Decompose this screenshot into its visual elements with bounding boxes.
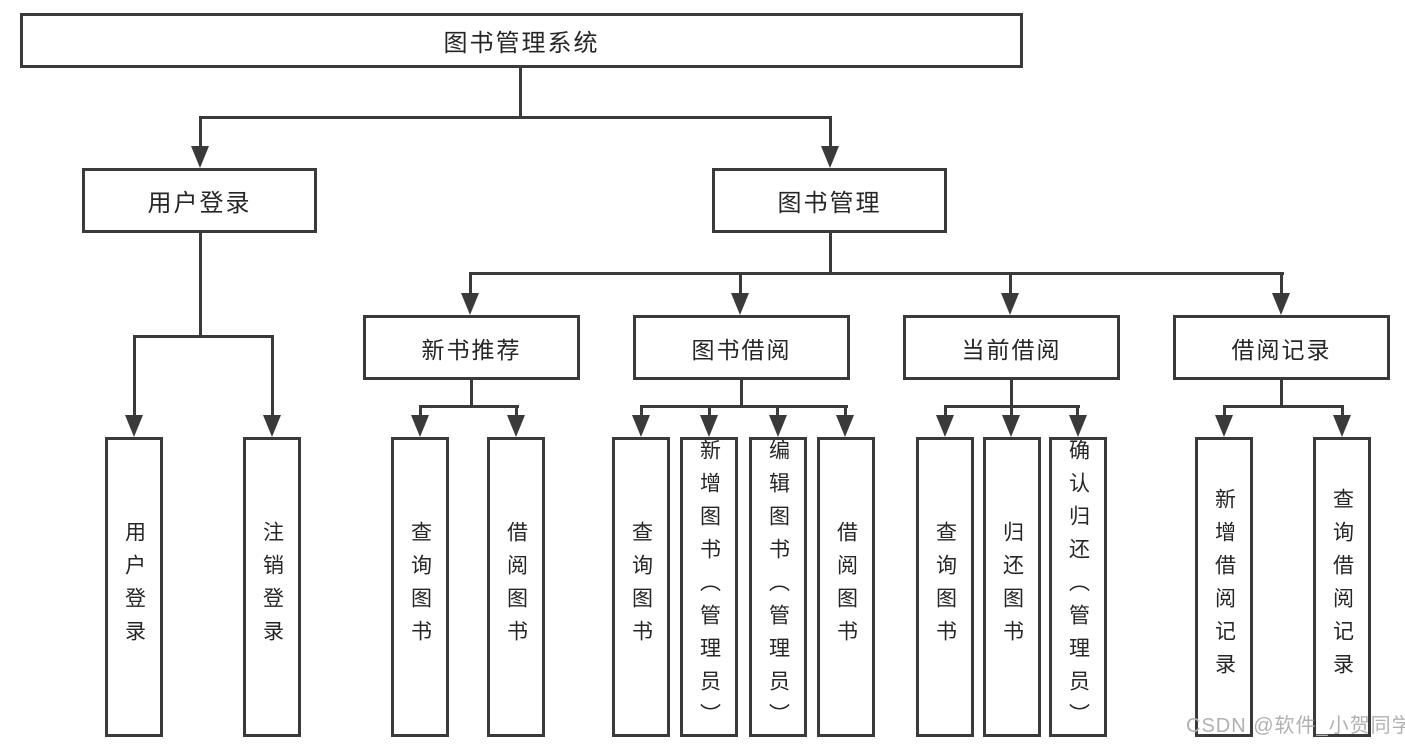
connector-line <box>944 405 947 420</box>
arrowhead-down-icon <box>1001 293 1019 315</box>
connector-line <box>515 405 518 420</box>
arrowhead-down-icon <box>632 415 650 437</box>
connector-line <box>470 380 473 408</box>
connector-line <box>1280 272 1283 298</box>
arrowhead-down-icon <box>507 415 525 437</box>
leaf-bb-query-books: 查询图书 <box>612 437 670 737</box>
leaf-br-add-record: 新增借阅记录 <box>1195 437 1253 737</box>
connector-line <box>1223 405 1344 408</box>
leaf-bb-borrow-books: 借阅图书 <box>817 437 875 737</box>
connector-line <box>199 116 832 119</box>
arrowhead-down-icon <box>1272 293 1290 315</box>
connector-line <box>1010 405 1013 420</box>
leaf-bb-edit-books-admin: 编辑图书（管理员） <box>749 437 807 737</box>
connector-line <box>133 335 136 419</box>
node-root-label: 图书管理系统 <box>443 30 600 57</box>
connector-line <box>271 335 274 419</box>
leaf-bb-add-books-admin: 新增图书（管理员） <box>680 437 738 737</box>
leaf-br-query-record: 查询借阅记录 <box>1313 437 1371 737</box>
connector-line <box>1010 380 1013 408</box>
arrowhead-down-icon <box>263 415 281 437</box>
arrowhead-down-icon <box>1002 415 1020 437</box>
arrowhead-down-icon <box>936 415 954 437</box>
connector-line <box>199 233 202 337</box>
connector-line <box>844 405 847 420</box>
connector-line <box>1280 380 1283 408</box>
connector-line <box>519 68 522 118</box>
connector-line <box>199 116 202 152</box>
connector-line <box>740 380 743 408</box>
watermark: CSDN @软件_小贺同学 <box>1186 715 1405 737</box>
node-book-borrowing-label: 图书借阅 <box>691 336 792 363</box>
connector-line <box>419 405 519 408</box>
leaf-cb-confirm-return-admin: 确认归还（管理员） <box>1049 437 1107 737</box>
connector-line <box>469 272 1284 275</box>
arrowhead-down-icon <box>461 293 479 315</box>
node-new-book-recommend-label: 新书推荐 <box>421 336 522 363</box>
arrowhead-down-icon <box>769 415 787 437</box>
node-borrowing-records: 借阅记录 <box>1173 315 1390 380</box>
node-borrowing-records-label: 借阅记录 <box>1231 336 1332 363</box>
node-root: 图书管理系统 <box>20 13 1023 68</box>
connector-line <box>133 335 274 338</box>
node-book-management: 图书管理 <box>712 168 947 233</box>
node-current-borrowing-label: 当前借阅 <box>961 336 1062 363</box>
connector-line <box>640 405 643 420</box>
leaf-nb-query-books: 查询图书 <box>391 437 449 737</box>
connector-line <box>829 116 832 152</box>
arrowhead-down-icon <box>125 415 143 437</box>
arrowhead-down-icon <box>731 293 749 315</box>
node-user-login-label: 用户登录 <box>147 190 252 217</box>
node-book-borrowing: 图书借阅 <box>633 315 850 380</box>
leaf-cb-query-books: 查询图书 <box>916 437 974 737</box>
leaf-cb-return-books: 归还图书 <box>983 437 1041 737</box>
connector-line <box>829 233 832 275</box>
connector-line <box>776 405 779 420</box>
connector-line <box>1076 405 1079 420</box>
connector-line <box>739 272 742 298</box>
connector-line <box>469 272 472 298</box>
connector-line <box>640 405 848 408</box>
connector-line <box>419 405 422 420</box>
node-current-borrowing: 当前借阅 <box>903 315 1120 380</box>
connector-line <box>1341 405 1344 420</box>
node-book-management-label: 图书管理 <box>777 190 882 217</box>
arrowhead-down-icon <box>1215 415 1233 437</box>
node-new-book-recommend: 新书推荐 <box>363 315 580 380</box>
leaf-user-login: 用户登录 <box>105 437 163 737</box>
leaf-logout: 注销登录 <box>243 437 301 737</box>
connector-line <box>1223 405 1226 420</box>
arrowhead-down-icon <box>821 146 839 168</box>
arrowhead-down-icon <box>836 415 854 437</box>
arrowhead-down-icon <box>1333 415 1351 437</box>
arrowhead-down-icon <box>191 146 209 168</box>
node-user-login: 用户登录 <box>82 168 317 233</box>
connector-line <box>708 405 711 420</box>
arrowhead-down-icon <box>411 415 429 437</box>
connector-line <box>1009 272 1012 298</box>
arrowhead-down-icon <box>700 415 718 437</box>
leaf-nb-borrow-books: 借阅图书 <box>487 437 545 737</box>
arrowhead-down-icon <box>1069 415 1087 437</box>
